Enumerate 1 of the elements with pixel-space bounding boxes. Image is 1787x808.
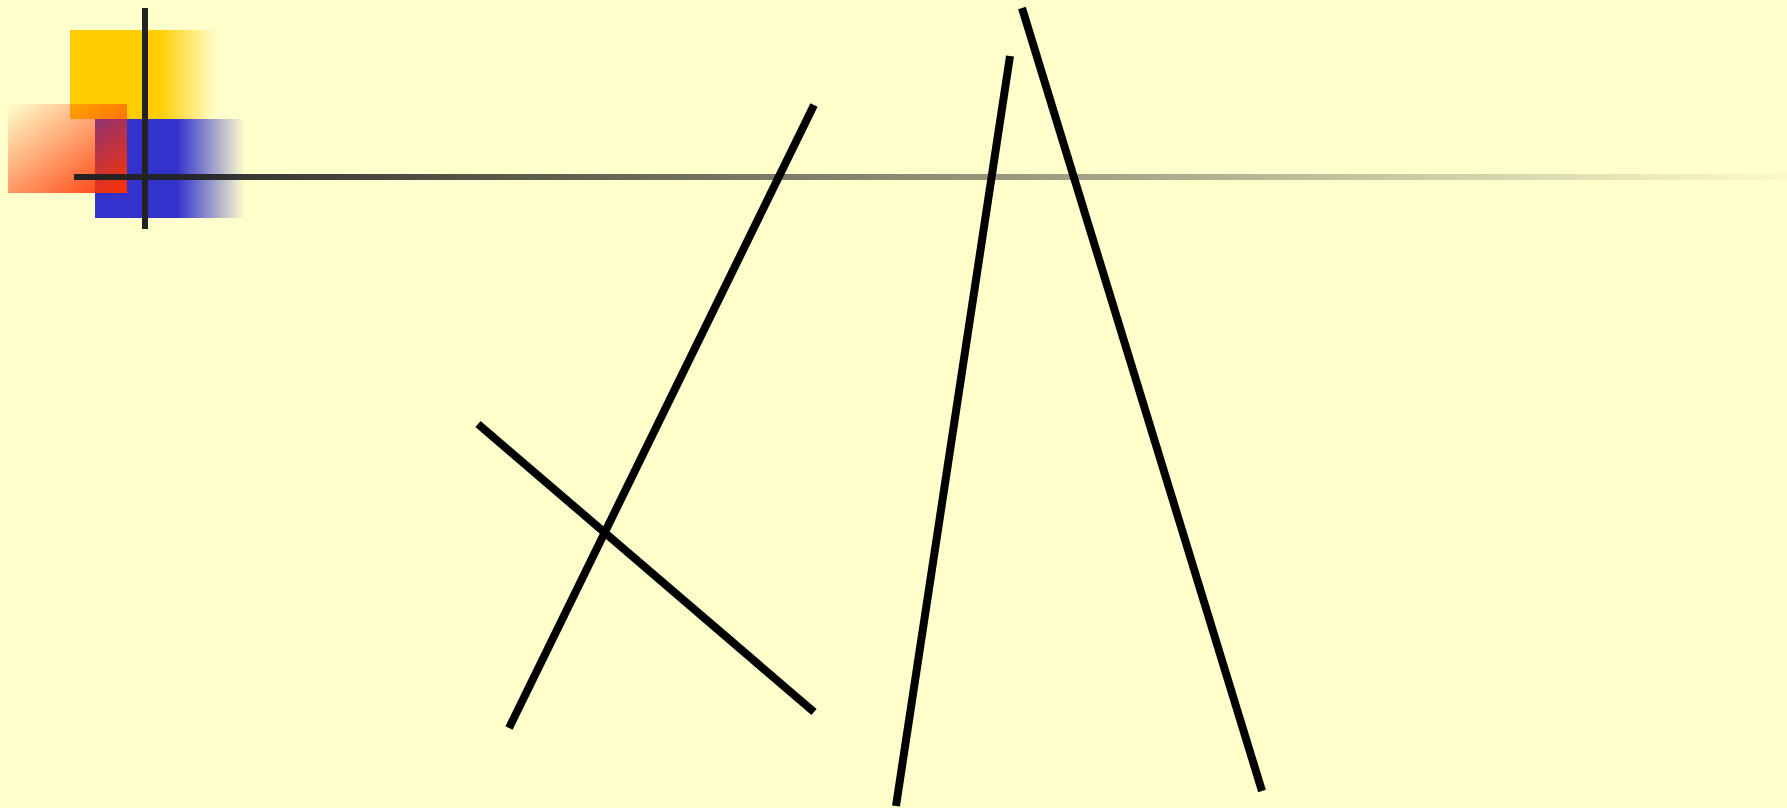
gradient-square bbox=[8, 104, 127, 193]
